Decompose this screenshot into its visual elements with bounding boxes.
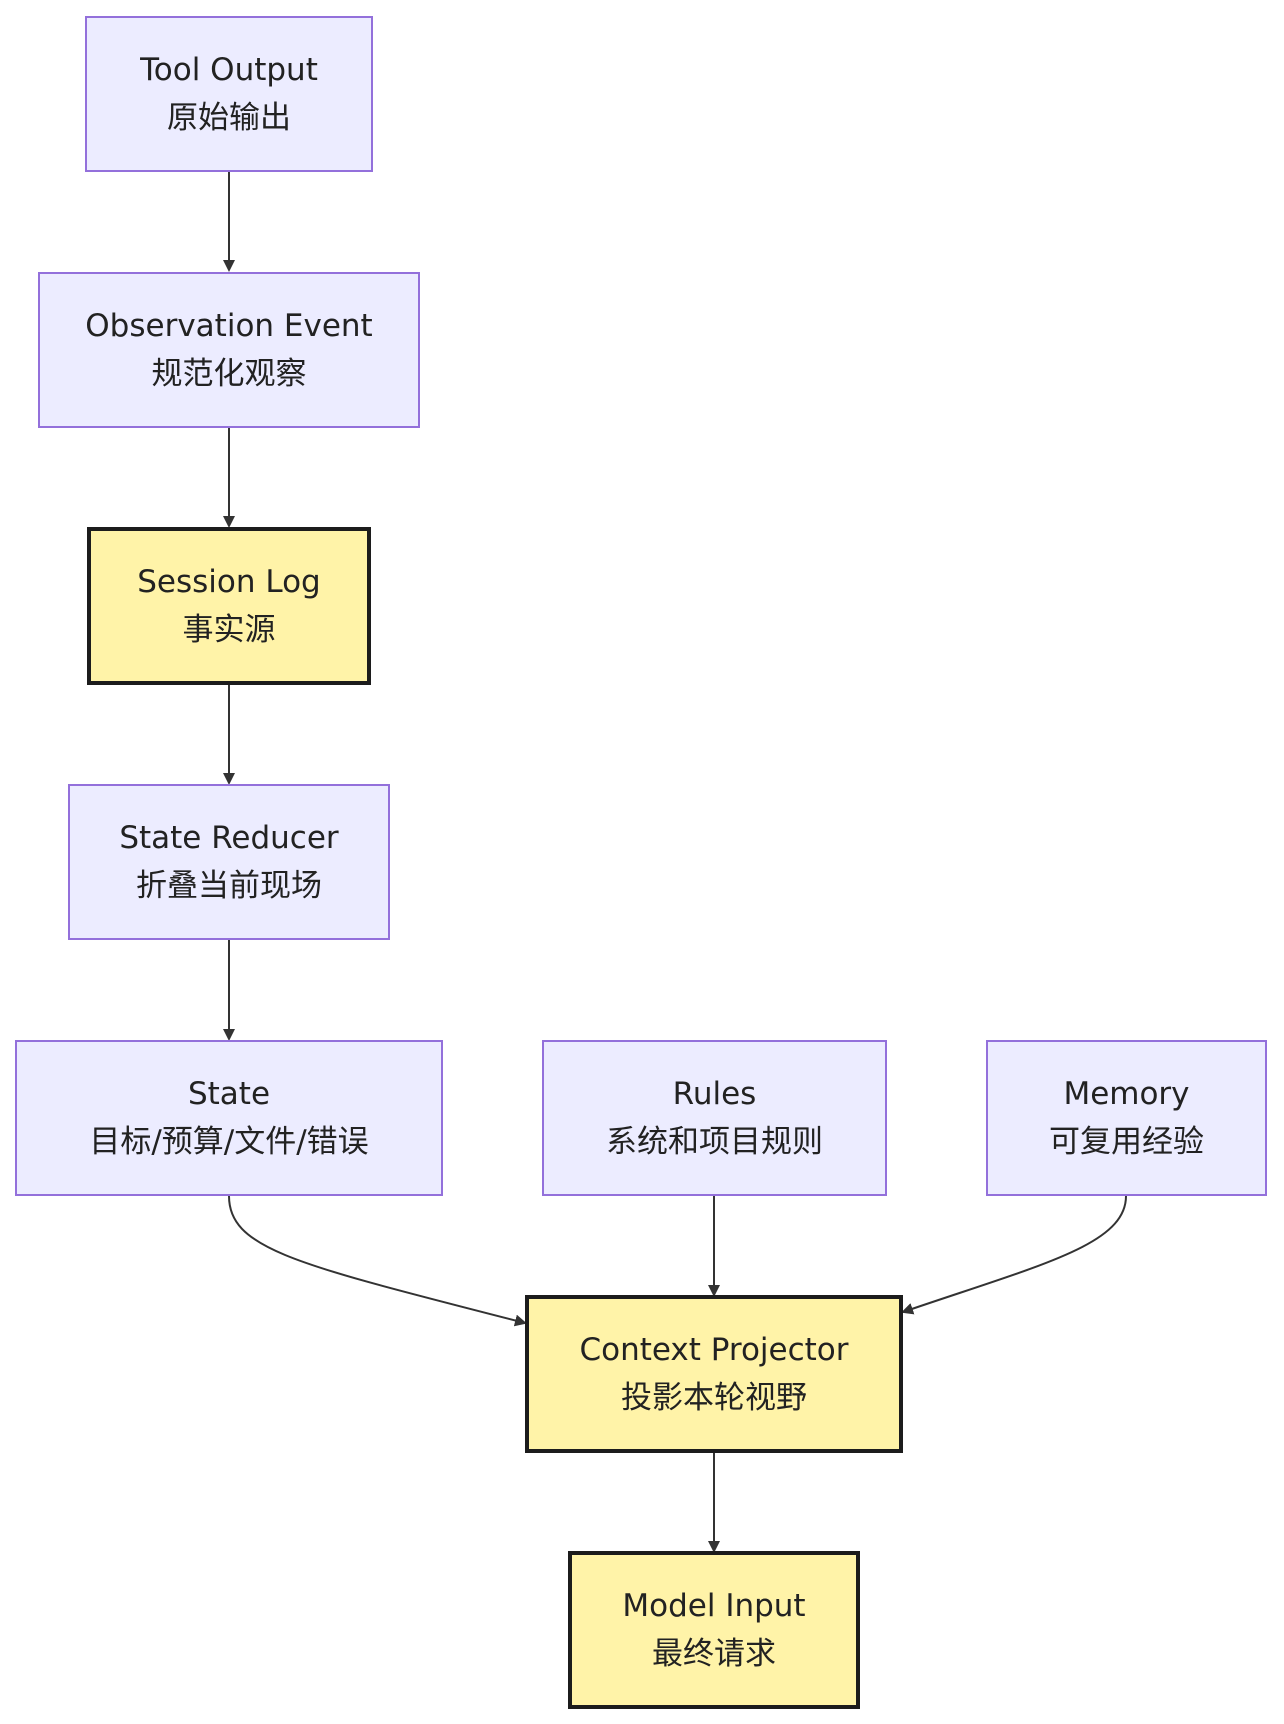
- rules-subtitle: 系统和项目规则: [606, 1124, 823, 1160]
- state-node: State 目标/预算/文件/错误: [15, 1040, 443, 1196]
- edge-memory-to-context-projector: [901, 1195, 1127, 1315]
- memory-title: Memory: [1063, 1076, 1190, 1112]
- context-projector-title: Context Projector: [579, 1332, 849, 1368]
- edge-state-to-context-projector: [228, 1195, 527, 1327]
- session-log-subtitle: 事实源: [182, 612, 276, 648]
- memory-subtitle: 可复用经验: [1049, 1124, 1204, 1160]
- model-input-title: Model Input: [622, 1588, 806, 1624]
- tool-output-subtitle: 原始输出: [167, 100, 291, 136]
- context-projector-node: Context Projector 投影本轮视野: [525, 1295, 903, 1453]
- model-input-subtitle: 最终请求: [652, 1636, 776, 1672]
- rules-node: Rules 系统和项目规则: [542, 1040, 887, 1196]
- state-title: State: [187, 1076, 271, 1112]
- context-projector-subtitle: 投影本轮视野: [621, 1380, 807, 1416]
- model-input-node: Model Input 最终请求: [568, 1551, 860, 1709]
- state-reducer-node: State Reducer 折叠当前现场: [68, 784, 390, 940]
- state-reducer-subtitle: 折叠当前现场: [136, 868, 322, 904]
- tool-output-title: Tool Output: [140, 52, 318, 88]
- session-log-title: Session Log: [137, 564, 321, 600]
- observation-event-subtitle: 规范化观察: [151, 356, 307, 392]
- memory-node: Memory 可复用经验: [986, 1040, 1267, 1196]
- observation-event-title: Observation Event: [85, 308, 373, 344]
- observation-event-node: Observation Event 规范化观察: [38, 272, 420, 428]
- state-subtitle: 目标/预算/文件/错误: [89, 1124, 369, 1160]
- state-reducer-title: State Reducer: [119, 820, 339, 856]
- tool-output-node: Tool Output 原始输出: [85, 16, 373, 172]
- rules-title: Rules: [672, 1076, 757, 1112]
- session-log-node: Session Log 事实源: [87, 527, 371, 685]
